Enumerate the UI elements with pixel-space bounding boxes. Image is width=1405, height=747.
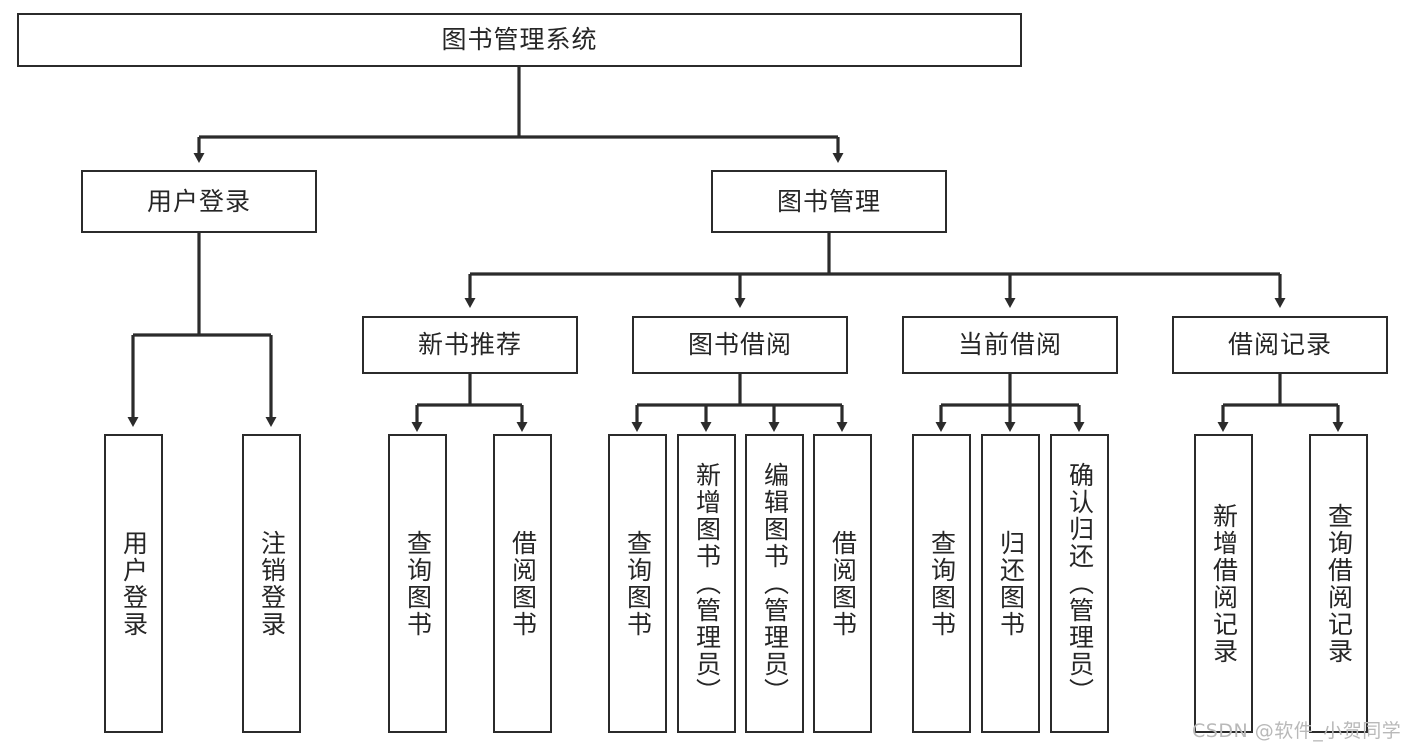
node-label: 当前借阅 <box>957 330 1062 360</box>
node-book-borrow[interactable]: 图书借阅 <box>632 316 848 374</box>
node-label: 新书推荐 <box>417 330 522 360</box>
leaf-edit-book-admin[interactable]: 编辑图书（管理员） <box>745 434 804 733</box>
node-label: 编辑图书（管理员） <box>760 462 790 705</box>
node-label: 新增图书（管理员） <box>692 462 722 705</box>
node-label: 确认归还（管理员） <box>1065 462 1095 705</box>
node-label: 查询图书 <box>927 529 957 638</box>
leaf-query-book-borrow[interactable]: 查询图书 <box>608 434 667 733</box>
leaf-borrow-book[interactable]: 借阅图书 <box>813 434 872 733</box>
leaf-borrow-book-recommend[interactable]: 借阅图书 <box>493 434 552 733</box>
node-root-system[interactable]: 图书管理系统 <box>17 13 1022 67</box>
node-label: 查询借阅记录 <box>1324 502 1354 665</box>
leaf-add-borrow-record[interactable]: 新增借阅记录 <box>1194 434 1253 733</box>
node-label: 用户登录 <box>119 529 149 638</box>
node-label: 借阅记录 <box>1227 330 1332 360</box>
node-label: 用户登录 <box>146 186 251 216</box>
leaf-confirm-return-admin[interactable]: 确认归还（管理员） <box>1050 434 1109 733</box>
leaf-query-book-current[interactable]: 查询图书 <box>912 434 971 733</box>
leaf-return-book[interactable]: 归还图书 <box>981 434 1040 733</box>
csdn-watermark: CSDN @软件_小贺同学 <box>1192 720 1402 742</box>
node-user-login[interactable]: 用户登录 <box>81 170 317 233</box>
node-label: 图书管理系统 <box>441 25 598 55</box>
leaf-user-login[interactable]: 用户登录 <box>104 434 163 733</box>
node-label: 查询图书 <box>623 529 653 638</box>
node-label: 查询图书 <box>403 529 433 638</box>
node-book-management[interactable]: 图书管理 <box>711 170 947 233</box>
leaf-query-borrow-record[interactable]: 查询借阅记录 <box>1309 434 1368 733</box>
node-label: 注销登录 <box>257 529 287 638</box>
leaf-query-book-recommend[interactable]: 查询图书 <box>388 434 447 733</box>
leaf-logout[interactable]: 注销登录 <box>242 434 301 733</box>
node-current-borrow[interactable]: 当前借阅 <box>902 316 1118 374</box>
node-label: 借阅图书 <box>828 529 858 638</box>
node-label: 借阅图书 <box>508 529 538 638</box>
node-label: 图书管理 <box>776 186 881 216</box>
node-new-book-recommend[interactable]: 新书推荐 <box>362 316 578 374</box>
node-borrow-record[interactable]: 借阅记录 <box>1172 316 1388 374</box>
node-label: 新增借阅记录 <box>1209 502 1239 665</box>
node-label: 归还图书 <box>996 529 1026 638</box>
node-label: 图书借阅 <box>687 330 792 360</box>
leaf-add-book-admin[interactable]: 新增图书（管理员） <box>677 434 736 733</box>
